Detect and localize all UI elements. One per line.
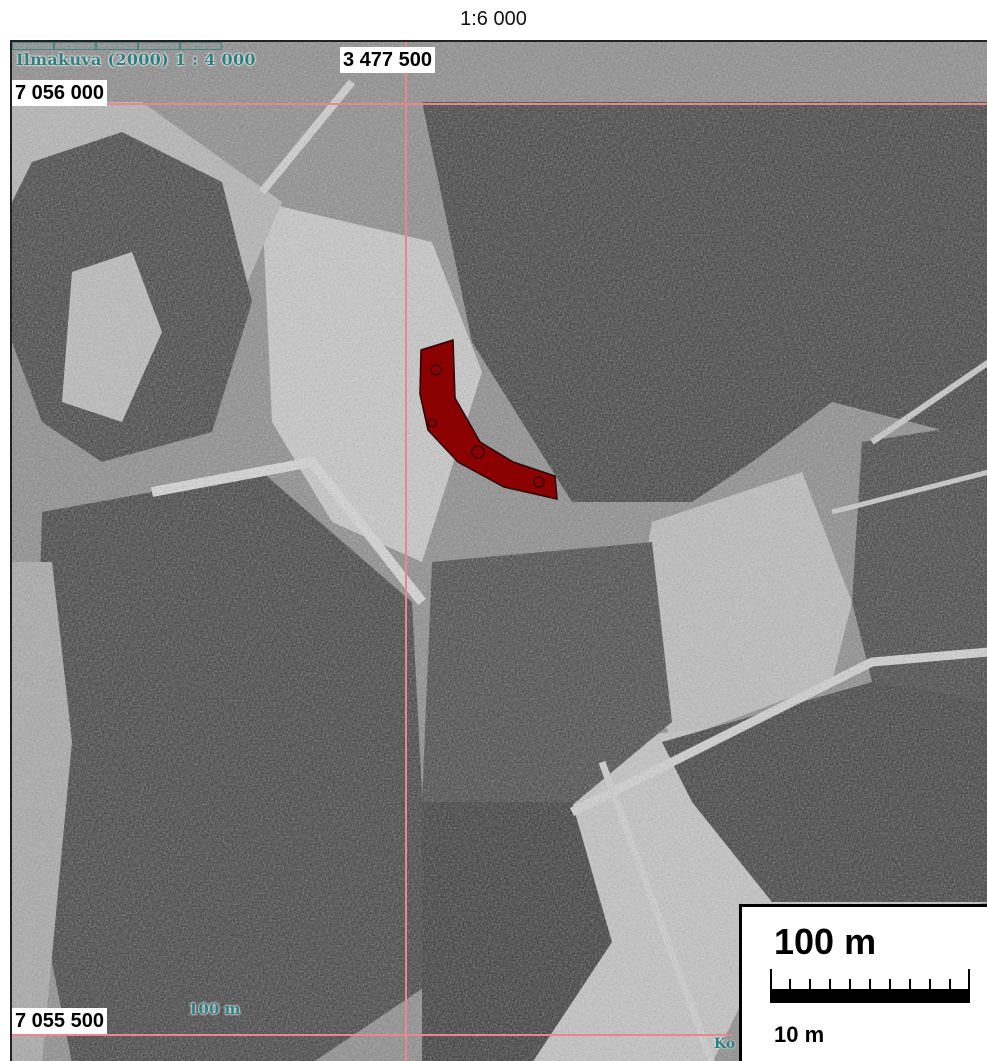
scale-bar: [770, 969, 970, 1003]
small-scale-bar: [12, 42, 222, 50]
scale-bar-major-label: 100 m: [774, 921, 877, 962]
imagery-source-label: Ilmakuva (2000) 1 : 4 000: [16, 50, 256, 69]
northing-bottom-label: 7 055 500: [12, 1008, 107, 1034]
scale-title: 1:6 000: [460, 8, 527, 30]
marked-area-polygon[interactable]: [419, 338, 558, 500]
aerial-imagery: [12, 42, 987, 1061]
aerial-map[interactable]: Ilmakuva (2000) 1 : 4 000 3 477 500 7 05…: [10, 40, 987, 1061]
credit-label: Ko: [714, 1036, 736, 1052]
scale-bar-minor-label: 10 m: [774, 1022, 825, 1047]
small-scale-label: 100 m: [188, 1000, 241, 1018]
northing-top-label: 7 056 000: [12, 80, 107, 106]
scale-bar-box: 100 m 10 m: [739, 904, 987, 1061]
easting-label: 3 477 500: [340, 47, 435, 73]
